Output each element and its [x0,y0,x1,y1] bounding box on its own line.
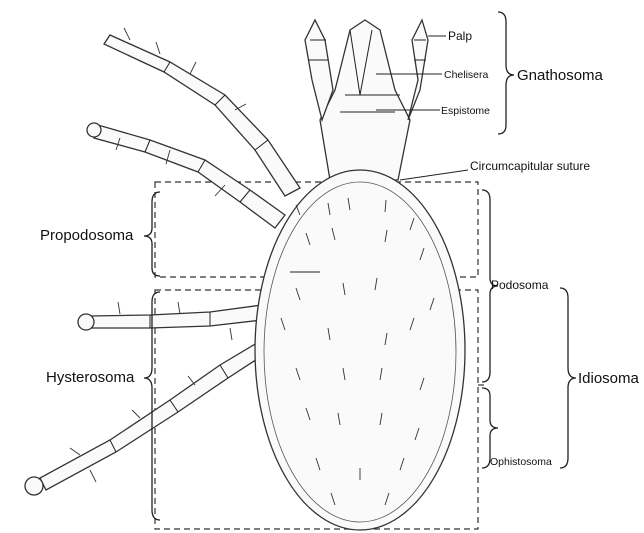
chelisera-label: Chelisera [444,69,489,81]
espistome-label: Espistome [441,105,490,117]
leg-3 [78,305,262,330]
gnathosoma-brace [498,12,514,134]
circumcapitular-label: Circumcapitular suture [470,159,590,173]
propodosoma-label: Propodosoma [40,227,134,244]
propodosoma-brace [144,192,160,276]
hysterosoma-label: Hysterosoma [46,369,135,386]
palp-label: Palp [448,29,472,43]
idiosoma-label: Idiosoma [578,370,640,387]
gnathosoma-label: Gnathosoma [517,67,604,84]
circumcapitular-leader [400,170,468,180]
podosoma-label: Podosoma [491,278,549,292]
idiosoma-brace [560,288,576,468]
leg-4 [25,340,268,495]
ophistosoma-label: Ophistosoma [490,456,552,468]
gnathosoma-structure [305,20,428,180]
